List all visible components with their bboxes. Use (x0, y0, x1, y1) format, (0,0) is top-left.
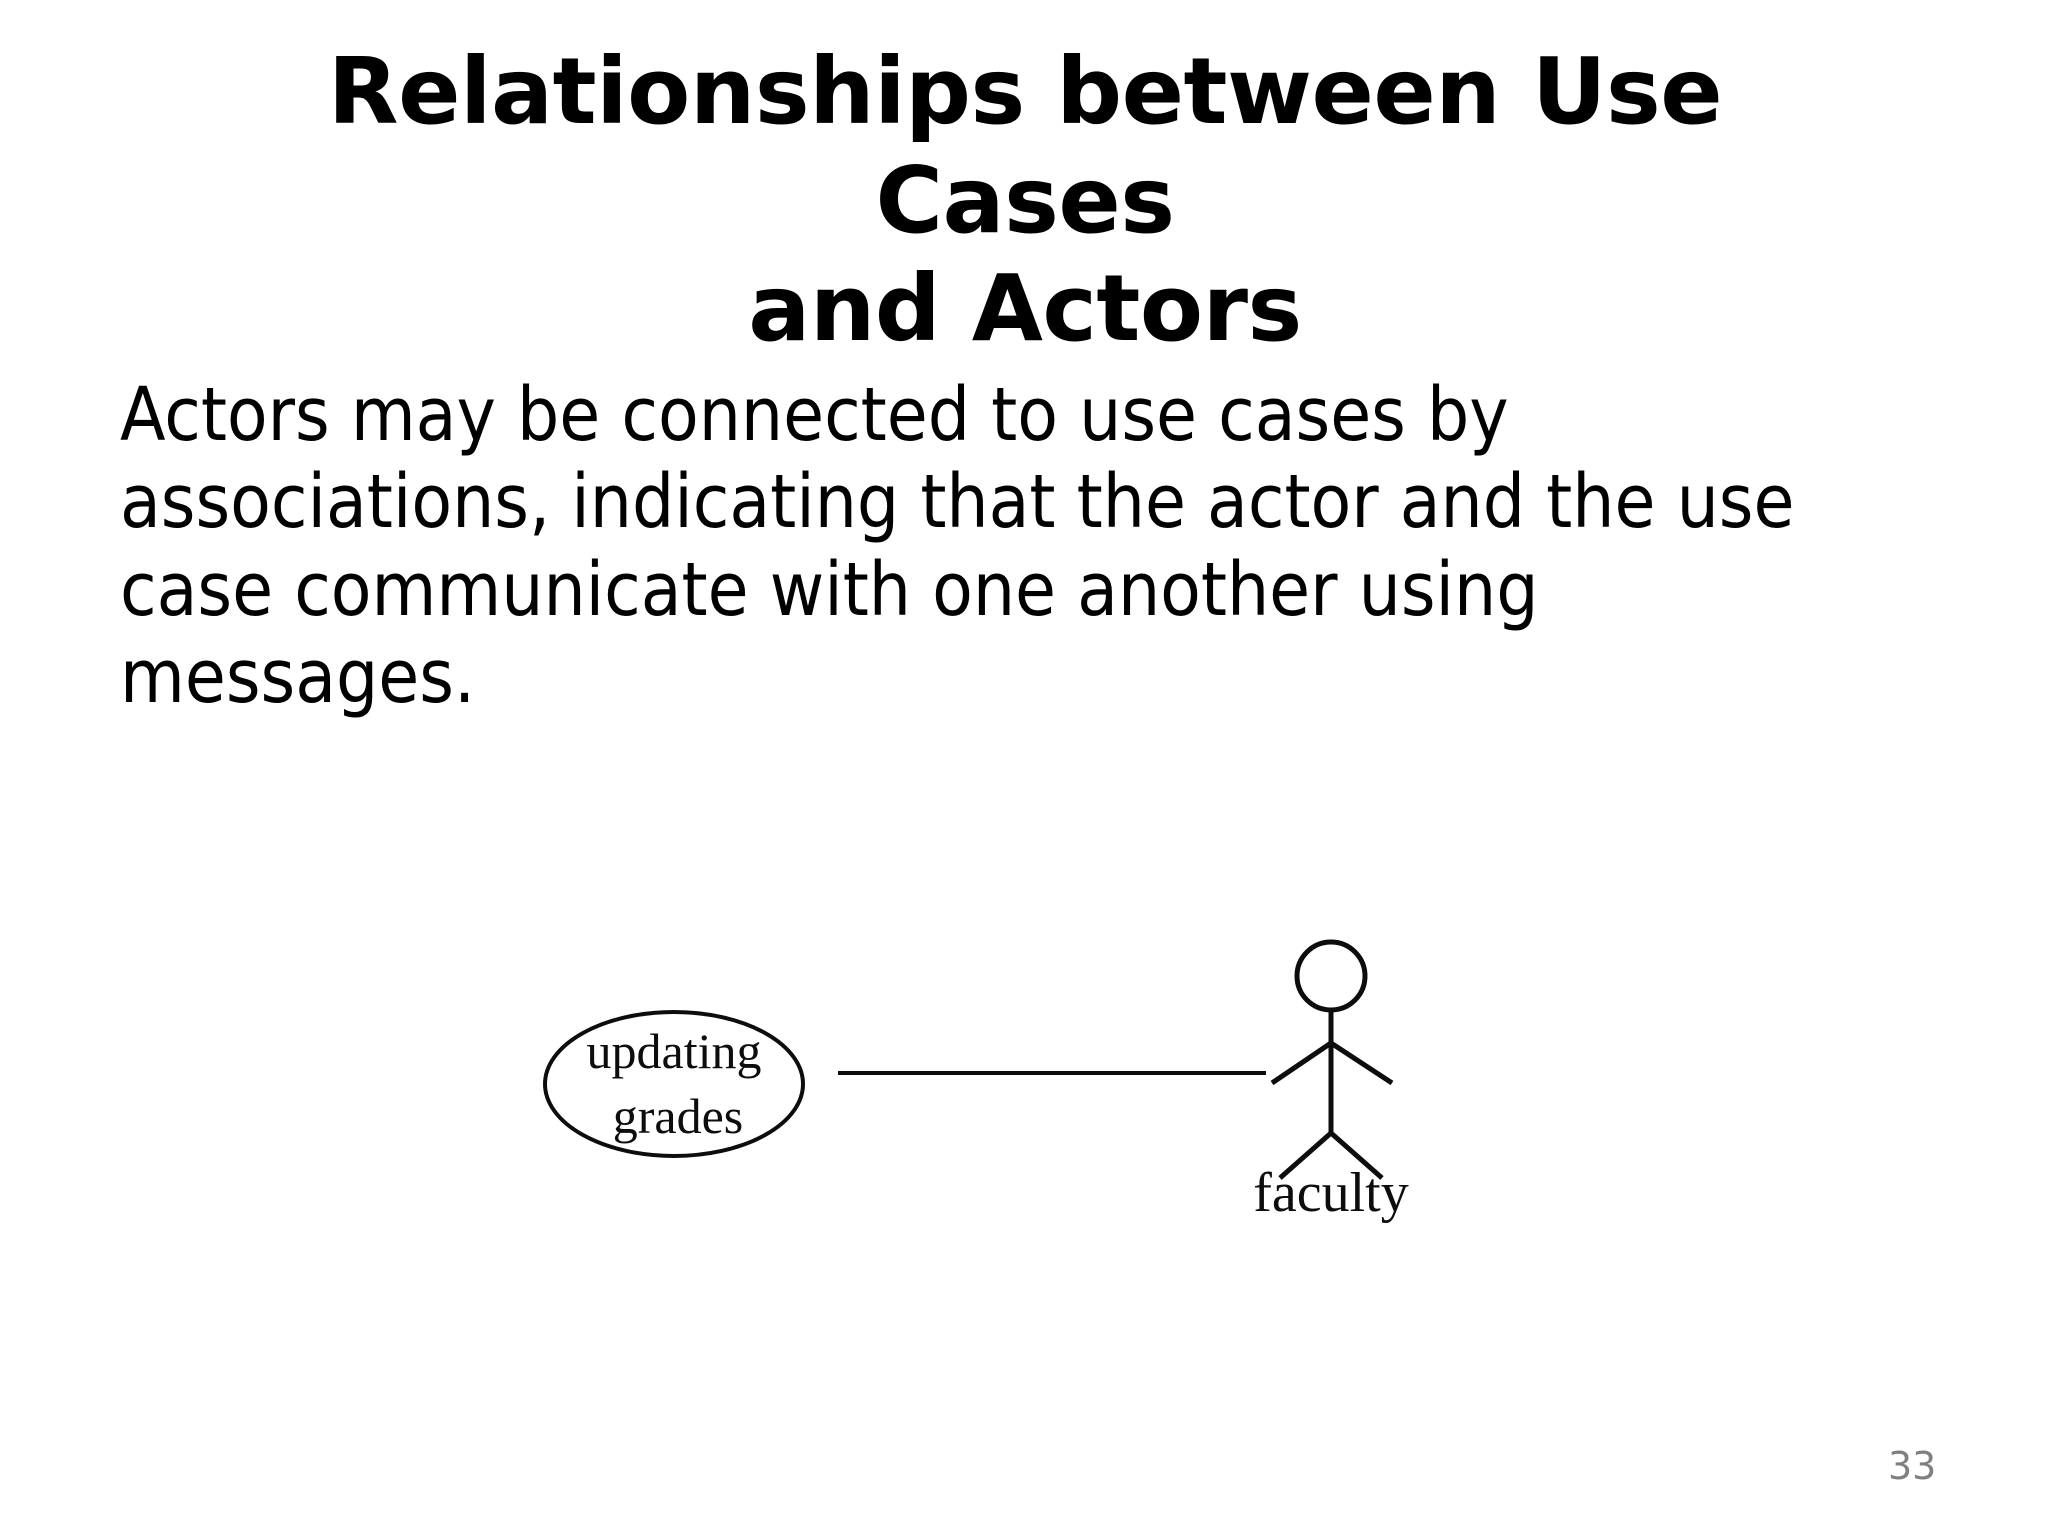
actor-stick-figure (1270, 939, 1394, 1180)
use-case-ellipse (543, 1010, 805, 1158)
actor-arm-right (1329, 1040, 1394, 1086)
actor-leg-right (1329, 1131, 1384, 1180)
actor-leg-left (1278, 1131, 1333, 1180)
use-case-label-line-2: grades (613, 1088, 744, 1144)
page-title: Relationships between Use Cases and Acto… (327, 38, 1723, 363)
actor-label: faculty (1253, 1162, 1408, 1224)
page-number: 33 (1888, 1444, 1937, 1488)
slide-body-text: Actors may be connected to use cases by … (120, 372, 1795, 720)
use-case-label-line-1: updating (587, 1023, 762, 1079)
actor-head-icon (1294, 939, 1368, 1013)
actor-arm-left (1270, 1040, 1333, 1086)
